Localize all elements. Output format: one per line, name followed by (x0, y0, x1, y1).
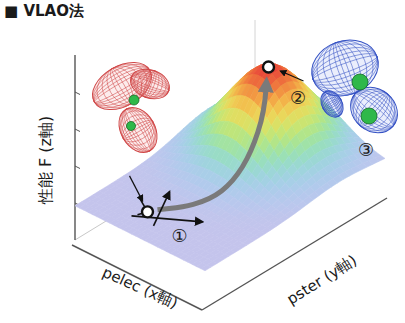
lobe-mesh (118, 113, 157, 147)
surface-patch (201, 265, 211, 271)
atom (361, 108, 377, 124)
lobe-mesh (321, 94, 344, 114)
lobe-mesh (353, 87, 395, 132)
lobe-mesh (322, 96, 342, 111)
lobe-mesh (359, 93, 389, 128)
lobe-mesh (121, 117, 156, 143)
lobe-mesh (322, 90, 342, 118)
atom (127, 122, 136, 131)
solution-point (142, 206, 153, 217)
orbital-lobe (341, 78, 405, 142)
lobe-mesh (324, 91, 341, 117)
axis-tick (75, 129, 80, 132)
lobe-mesh (310, 48, 380, 88)
lobe-mesh (113, 104, 162, 155)
pointer-arrow (130, 176, 143, 201)
lobe-mesh (116, 104, 160, 157)
callout-number: ② (290, 88, 306, 108)
axis-label: pelec (x軸) (100, 264, 180, 312)
search-direction-arrow (132, 216, 203, 222)
lobe-mesh (144, 70, 156, 97)
z-axis (74, 55, 75, 240)
lobe-mesh (121, 106, 155, 153)
pointer-arrow (281, 71, 304, 81)
lobe-mesh (321, 89, 344, 118)
y-axis (202, 198, 387, 310)
atom (129, 95, 139, 105)
lobe-mesh (348, 86, 400, 134)
lobe-mesh (319, 89, 345, 120)
lobe-mesh (323, 98, 341, 110)
orbital-lobe (316, 87, 347, 121)
lobe-mesh (349, 84, 400, 136)
lobe-mesh (124, 108, 153, 152)
blue-orbital (304, 31, 405, 142)
lobe-mesh (312, 52, 379, 84)
lobe-mesh (138, 68, 163, 100)
lobe-mesh (119, 105, 158, 155)
search-direction-arrow (154, 192, 170, 226)
lobe-mesh (323, 38, 367, 98)
figure-title: ■ VLAO法 (4, 3, 84, 20)
lobe-mesh (353, 91, 396, 129)
lobe-mesh (114, 102, 163, 158)
lobe-mesh (318, 88, 346, 121)
lobe-mesh (130, 75, 169, 93)
lobe-mesh (122, 120, 153, 140)
orbital-lobe (111, 101, 164, 160)
solution-point (263, 62, 274, 73)
lobe-mesh (318, 89, 347, 119)
callout-number: ① (171, 226, 187, 246)
lobe-mesh (130, 73, 171, 95)
lobe-outline (316, 87, 347, 121)
lobe-mesh (350, 89, 397, 132)
lobe-outline (111, 101, 164, 160)
axes (72, 20, 387, 310)
lobe-mesh (346, 83, 402, 137)
lobe-mesh (116, 109, 160, 152)
optimization-path-arrow (158, 81, 267, 210)
atom (352, 74, 368, 90)
red-orbital (84, 53, 173, 160)
callout-number: ③ (358, 140, 374, 160)
axis-label: pster (y軸) (284, 252, 360, 308)
axis-label: 性能 F (z軸) (37, 116, 55, 204)
lobe-mesh (344, 81, 405, 140)
axis-tick (75, 166, 80, 169)
lobe-mesh (345, 81, 404, 140)
axis-tick (75, 92, 80, 95)
lobe-outline (341, 78, 405, 142)
